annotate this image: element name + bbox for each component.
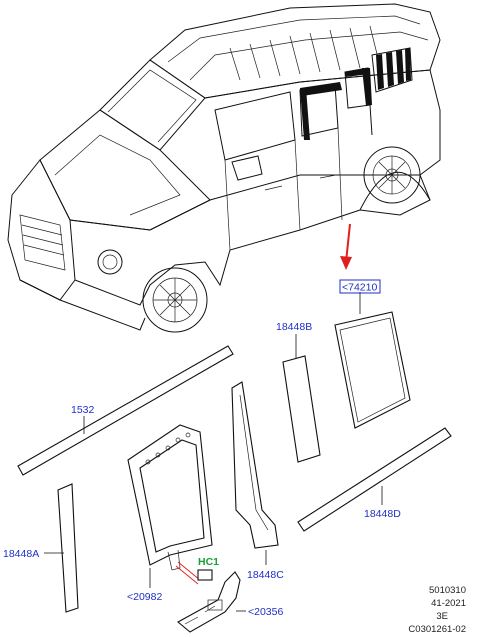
- reference-line-1: 5010310: [429, 585, 466, 596]
- part-1532-strip: [17, 345, 234, 476]
- part-18448A: [57, 483, 79, 613]
- reference-line-4: C0301261-02: [408, 624, 466, 635]
- part-18448D-strip: [297, 427, 452, 532]
- reference-line-2: 41-2021: [431, 598, 466, 609]
- part-74210-glass: [334, 311, 411, 429]
- callout-18448A[interactable]: 18448A: [3, 548, 39, 560]
- callout-74210[interactable]: <74210: [342, 282, 377, 294]
- part-20356-bracket: [177, 571, 241, 633]
- callout-18448B[interactable]: 18448B: [276, 321, 312, 333]
- callout-HC1[interactable]: HC1: [198, 556, 219, 568]
- hc1-connector: [175, 561, 213, 585]
- callout-20356[interactable]: <20356: [248, 606, 283, 618]
- reference-line-3: 3E: [436, 611, 448, 622]
- vehicle-illustration: [7, 3, 441, 333]
- callout-74210-box: [339, 279, 381, 294]
- callout-20982[interactable]: <20982: [127, 591, 162, 603]
- callout-18448D[interactable]: 18448D: [364, 508, 401, 520]
- callout-18448C[interactable]: 18448C: [247, 569, 284, 581]
- callout-1532[interactable]: 1532: [71, 404, 95, 416]
- part-20982-frame: [127, 424, 213, 571]
- part-18448B: [282, 355, 321, 463]
- part-18448C-pillar: [231, 381, 279, 549]
- red-indicator-arrow-icon: [340, 223, 352, 270]
